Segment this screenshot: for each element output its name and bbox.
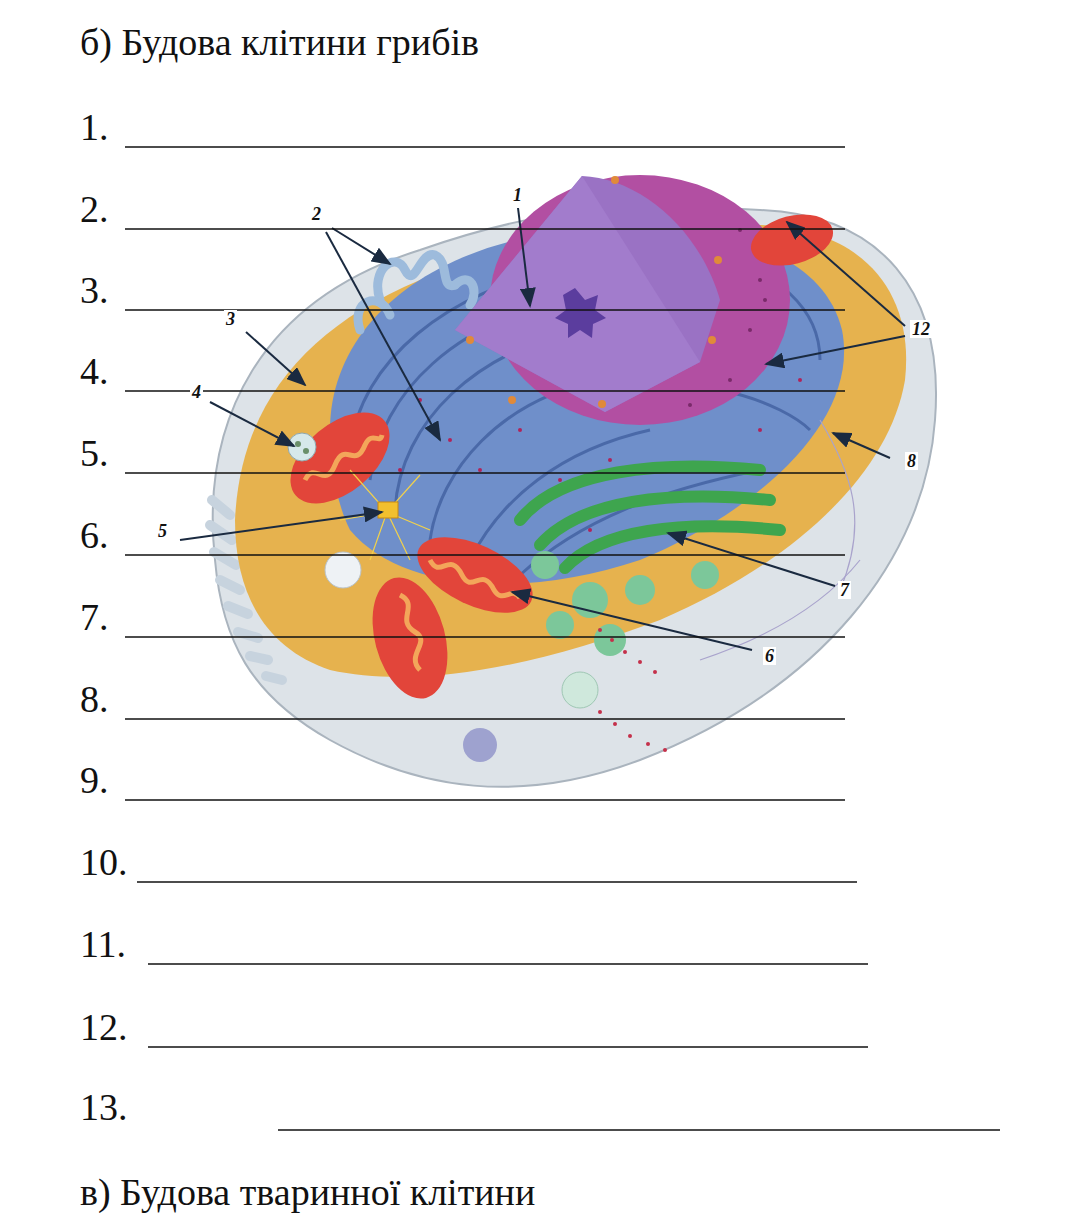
callout-number: 6 [763, 647, 776, 665]
list-number: 4. [80, 352, 109, 390]
list-number: 6. [80, 516, 109, 554]
list-number: 8. [80, 680, 109, 718]
callout-number: 2 [310, 205, 323, 223]
list-number: 7. [80, 598, 109, 636]
callout-number: 4 [190, 383, 203, 401]
list-number: 11. [80, 925, 126, 963]
callout-number: 5 [156, 522, 169, 540]
callout-number: 3 [224, 310, 237, 328]
callout-number: 12 [910, 320, 932, 338]
section-heading: б) Будова клітини грибів [80, 23, 479, 61]
list-number: 10. [80, 843, 128, 881]
list-number: 9. [80, 761, 109, 799]
callout-number: 8 [905, 452, 918, 470]
section-heading: в) Будова тваринної клітини [80, 1173, 535, 1211]
list-number: 2. [80, 190, 109, 228]
callout-number: 1 [511, 186, 524, 204]
callout-number: 7 [838, 581, 851, 599]
list-number: 13. [80, 1088, 128, 1126]
list-number: 12. [80, 1008, 128, 1046]
list-number: 1. [80, 108, 109, 146]
list-number: 5. [80, 434, 109, 472]
list-number: 3. [80, 271, 109, 309]
